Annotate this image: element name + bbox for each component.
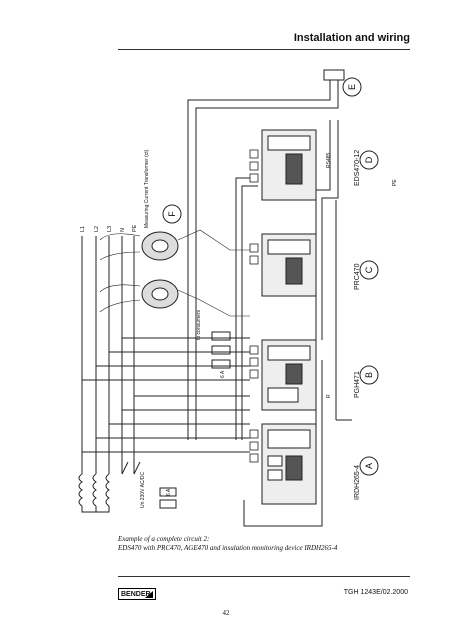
header-rule [118,49,410,50]
supply-label: Un 230V AC/DC [140,471,146,508]
device-d-letter: D [364,156,374,163]
fuse-label-bottom: 6 A [166,488,172,496]
device-d-name: EDS470-12 [354,150,361,186]
device-d-marker [359,150,379,170]
to-consumers-label: to consumers [196,309,202,340]
diagram-caption: Example of a complete circuit 2: EDS470 … [118,535,337,553]
caption-line-2: EDS470 with PRC470, AGE470 and insulatio… [118,544,338,552]
device-c-letter: C [364,266,374,273]
conductor-label-pe: PE [132,224,138,232]
device-c-marker [359,260,379,280]
footer-rule [118,576,410,577]
bus-letter: E [347,84,357,90]
conductor-label-l3: L3 [107,226,113,232]
device-b-letter: B [364,372,374,378]
device-c-name: PRC470 [354,263,361,290]
bender-logo: BENDER [118,588,156,600]
device-a-marker [359,456,379,476]
ct-label: Measuring Current Transformer (ct) [144,149,150,228]
device-a-name: IRDH265-4 [354,465,361,500]
logo-mark-icon [145,591,153,598]
pe-label: PE [392,179,398,186]
page-number: 42 [222,609,230,617]
device-a-letter: A [364,463,374,469]
caption-line-1: Example of a complete circuit 2: [118,535,210,543]
r-label: R [326,394,332,398]
conductor-label-n: N [120,228,126,232]
bus-marker [342,77,362,97]
ct-letter: F [167,211,177,217]
rs485-label: RS485 [326,152,332,168]
page-title: Installation and wiring [293,32,410,44]
device-b-marker [359,365,379,385]
ct-marker [162,204,182,224]
conductor-label-l1: L1 [80,226,86,232]
fuse-label-top: 6 A [220,370,226,378]
document-reference: TGH 1243E/02.2000 [343,589,408,596]
logo-text: BENDER [121,591,151,598]
device-b-name: PGH471 [354,371,361,398]
conductor-label-l2: L2 [94,226,100,232]
